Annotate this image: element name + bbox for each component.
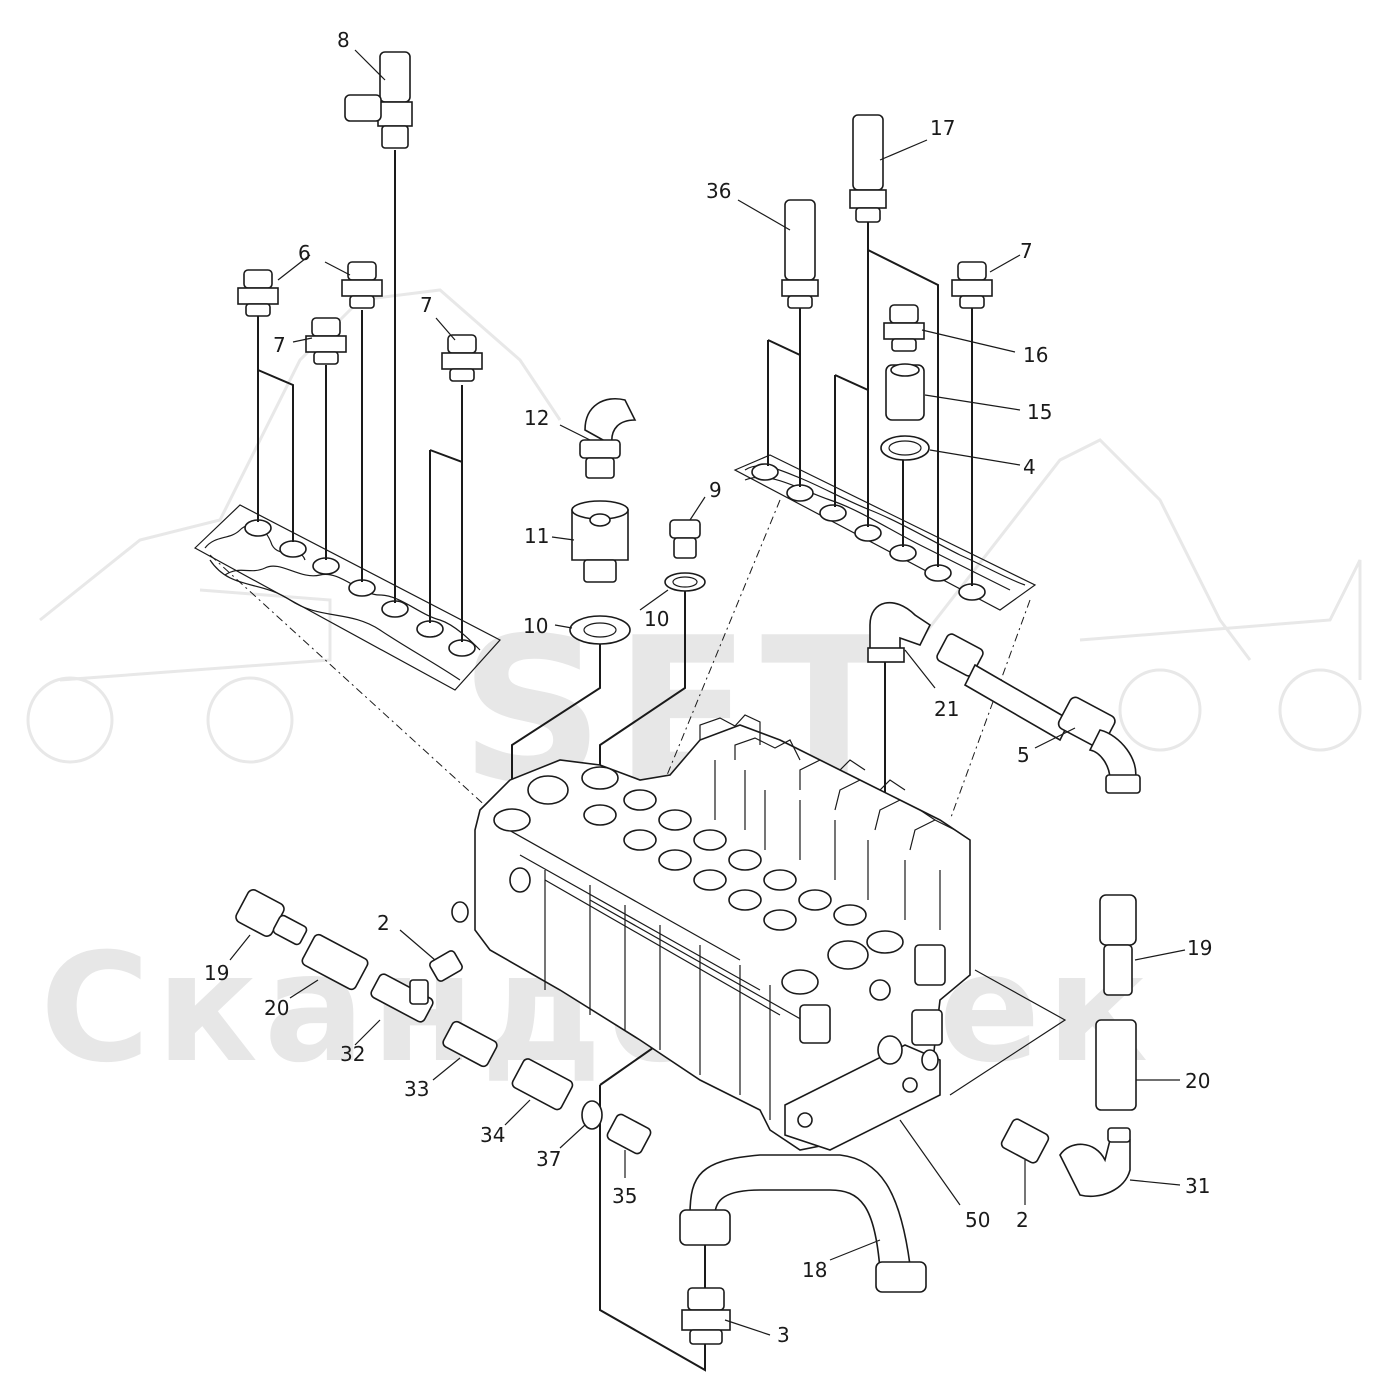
callout-label-l7b: 7 xyxy=(420,293,433,317)
callout-label-l20a: 20 xyxy=(264,996,289,1020)
callout-label-l7a: 7 xyxy=(273,333,286,357)
callout-label-l7c: 7 xyxy=(1020,239,1033,263)
callout-label-l2a: 2 xyxy=(377,911,390,935)
part-6-plug xyxy=(237,269,279,317)
callout-label-l4: 4 xyxy=(1023,455,1036,479)
part-15-adapter xyxy=(885,363,925,421)
part-5-hose xyxy=(936,633,1141,794)
callout-label-l6: 6 xyxy=(298,241,311,265)
part-12-elbow xyxy=(579,398,637,479)
part-16-plug xyxy=(883,304,925,352)
part-20-sleeve-left xyxy=(301,933,369,991)
part-32-tee xyxy=(370,973,434,1023)
part-10-washer-b xyxy=(664,572,706,592)
callout-label-l8: 8 xyxy=(337,28,350,52)
part-8-tee-fitting xyxy=(344,51,413,149)
part-10-washer-a xyxy=(569,615,631,645)
right-port-plate xyxy=(733,454,1037,611)
callout-label-l3: 3 xyxy=(777,1323,790,1347)
part-19-coupler-right xyxy=(1099,894,1137,996)
part-21-elbow xyxy=(867,601,932,663)
part-33-adapter xyxy=(442,1020,498,1068)
parts xyxy=(235,51,1141,1345)
callout-leaders xyxy=(229,49,1186,1336)
callout-label-l5: 5 xyxy=(1017,743,1030,767)
callout-label-l19a: 19 xyxy=(204,961,229,985)
part-9-plug xyxy=(669,519,701,559)
callout-label-l32: 32 xyxy=(340,1042,365,1066)
callout-label-l31: 31 xyxy=(1185,1174,1210,1198)
part-35-plug xyxy=(606,1113,652,1155)
callout-label-l20b: 20 xyxy=(1185,1069,1210,1093)
part-20-sleeve-right xyxy=(1095,1019,1137,1111)
callout-label-l16: 16 xyxy=(1023,343,1048,367)
callout-label-l50: 50 xyxy=(965,1208,990,1232)
callout-label-l18: 18 xyxy=(802,1258,827,1282)
callout-label-l12: 12 xyxy=(524,406,549,430)
callout-label-l34: 34 xyxy=(480,1123,505,1147)
part-4-o-ring xyxy=(880,435,930,461)
callout-label-l15: 15 xyxy=(1027,400,1052,424)
part-36-nipple xyxy=(781,199,819,309)
callout-label-l21: 21 xyxy=(934,697,959,721)
callout-label-l36: 36 xyxy=(706,179,731,203)
part-3-adapter xyxy=(681,1287,731,1345)
callout-label-l10a: 10 xyxy=(523,614,548,638)
part-7-plug-b xyxy=(441,334,483,382)
part-19-coupler-left xyxy=(235,889,308,946)
part-2-adapter-right xyxy=(1000,1118,1050,1164)
part-7-plug-c xyxy=(951,261,993,309)
part-7-plug-a xyxy=(305,317,347,365)
part-31-elbow xyxy=(1059,1127,1131,1197)
part-37-ring xyxy=(581,1100,603,1130)
callout-label-l37: 37 xyxy=(536,1147,561,1171)
callout-label-l19b: 19 xyxy=(1187,936,1212,960)
callout-label-l33: 33 xyxy=(404,1077,429,1101)
part-6-plug-b xyxy=(341,261,383,309)
callout-label-l35: 35 xyxy=(612,1184,637,1208)
callout-label-l9: 9 xyxy=(709,478,722,502)
left-port-plate xyxy=(193,504,501,691)
control-valve-block xyxy=(451,714,971,1151)
part-17-long-nipple xyxy=(849,114,887,223)
callout-label-l2b: 2 xyxy=(1016,1208,1029,1232)
part-18-tube xyxy=(679,1154,927,1293)
callout-label-l10b: 10 xyxy=(644,607,669,631)
part-34-sleeve xyxy=(511,1058,574,1111)
part-11-swivel xyxy=(571,500,629,583)
projection-lines xyxy=(209,499,1067,1096)
callout-label-l11: 11 xyxy=(524,524,549,548)
callout-label-l17: 17 xyxy=(930,116,955,140)
part-2-adapter-left xyxy=(429,950,463,982)
